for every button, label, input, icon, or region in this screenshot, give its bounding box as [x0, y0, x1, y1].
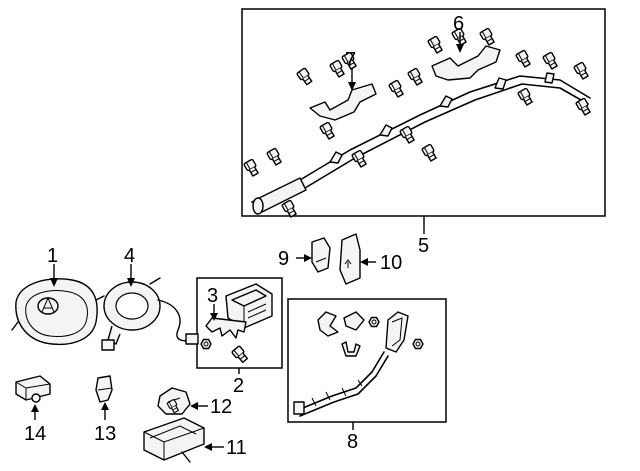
callout-7: 7 [345, 49, 356, 71]
callout-4: 4 [124, 245, 135, 267]
callout-5: 5 [418, 235, 429, 257]
callout-12: 12 [210, 396, 232, 418]
driver-airbag [11, 278, 105, 346]
callout-2: 2 [233, 375, 244, 397]
passenger-airbag [225, 283, 273, 329]
callout-labels: 1 2 3 4 5 6 7 8 9 10 11 12 13 14 [24, 13, 464, 459]
callout-14: 14 [24, 423, 46, 445]
callout-9: 9 [278, 248, 289, 270]
curtain-airbag-group [241, 8, 606, 219]
curtain-bracket-rear-shape [431, 45, 501, 81]
clockspring [101, 277, 199, 351]
callout-3: 3 [207, 285, 218, 307]
callout-13: 13 [94, 423, 116, 445]
knee-airbag-box-frame [287, 298, 447, 423]
curtain-airbag-tube-lower [253, 83, 589, 211]
seat-side-sensor [311, 237, 331, 273]
curtain-bracket-front-shape [309, 83, 377, 121]
callout-10: 10 [380, 252, 402, 274]
side-impact-sensor [339, 233, 361, 285]
knee-airbag-parts [293, 311, 424, 417]
impact-sensor-bracket [157, 387, 191, 415]
callout-8: 8 [347, 431, 358, 453]
front-sensor [95, 375, 113, 403]
passenger-airbag-bracket-shape [205, 317, 247, 339]
callout-1: 1 [47, 245, 58, 267]
srs-control-module [143, 417, 205, 463]
leader-lines [31, 32, 464, 451]
callout-11: 11 [226, 437, 247, 459]
callout-6: 6 [453, 13, 464, 35]
front-impact-sensor [15, 375, 51, 403]
